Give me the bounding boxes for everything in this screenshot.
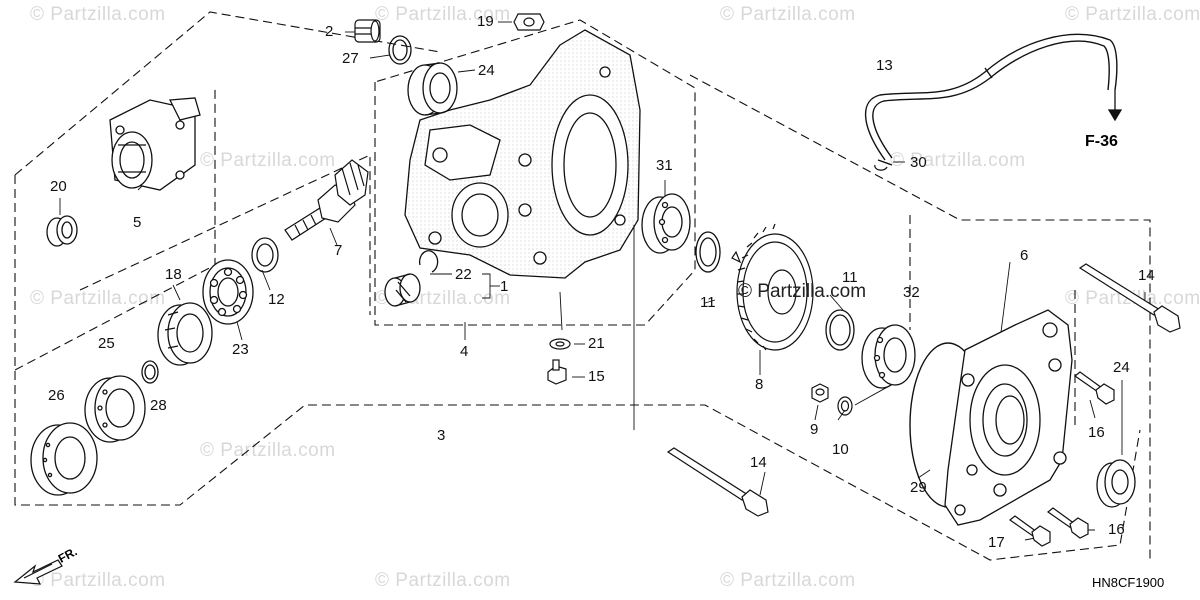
ring-gear-part-8 — [731, 223, 814, 351]
watermark: © Partzilla.com — [1065, 4, 1200, 25]
callout-14: 14 — [1138, 267, 1155, 284]
watermark: © Partzilla.com — [200, 440, 336, 461]
diagram-code: HN8CF1900 — [1092, 575, 1165, 590]
callout-5: 5 — [133, 214, 142, 231]
o-ring-part-27 — [388, 35, 412, 65]
bolt-part-14b — [666, 447, 769, 517]
callout-7: 7 — [334, 242, 343, 259]
callout-11: 11 — [700, 294, 716, 311]
callout-21: 21 — [588, 335, 605, 352]
seal-part-20 — [46, 215, 78, 247]
callout-30: 30 — [910, 154, 927, 171]
callout-16: 16 — [1108, 521, 1125, 538]
group-outline — [14, 175, 1141, 561]
callout-24: 24 — [1113, 359, 1130, 376]
callout-26: 26 — [48, 387, 65, 404]
callout-10: 10 — [832, 441, 849, 458]
center-watermark: © Partzilla.com — [738, 281, 867, 302]
callout-11: 11 — [842, 269, 858, 286]
dowel-sleeve-part-1 — [384, 273, 421, 307]
callout-25: 25 — [98, 335, 115, 352]
callout-1: 1 — [500, 278, 509, 295]
callout-28: 28 — [150, 397, 167, 414]
bearing-part-32 — [861, 324, 916, 389]
circlip-part-22 — [418, 250, 439, 273]
callout-12: 12 — [268, 291, 285, 308]
callout-6: 6 — [1020, 247, 1029, 264]
watermark: © Partzilla.com — [30, 4, 166, 25]
plug-part-2 — [354, 19, 381, 43]
group-outline — [374, 19, 696, 326]
joint-flange-part-5 — [109, 97, 201, 191]
washer-part-10 — [837, 396, 853, 416]
callout-8: 8 — [755, 376, 764, 393]
callout-4: 4 — [460, 343, 469, 360]
watermark: © Partzilla.com — [30, 288, 166, 309]
callout-16: 16 — [1088, 424, 1105, 441]
o-ring-part-28 — [141, 360, 159, 384]
callout-32: 32 — [903, 284, 920, 301]
group-outline — [689, 74, 1151, 560]
callout-23: 23 — [232, 341, 249, 358]
group-outline — [79, 154, 371, 315]
callout-9: 9 — [810, 421, 819, 438]
case-cover-part-6 — [944, 309, 1073, 526]
lock-ring-part-18 — [157, 302, 213, 366]
oil-seal-part-24b — [1096, 459, 1136, 508]
breather-tube-part-13 — [864, 33, 1118, 166]
callout-14: 14 — [750, 454, 767, 471]
washer-part-21 — [549, 338, 571, 350]
oil-seal-part-24 — [407, 62, 458, 116]
callout-31: 31 — [656, 157, 673, 174]
callout-24: 24 — [478, 62, 495, 79]
watermark: © Partzilla.com — [720, 4, 856, 25]
watermark: © Partzilla.com — [375, 4, 511, 25]
callout-20: 20 — [50, 178, 67, 195]
callout-27: 27 — [342, 50, 359, 67]
callout-17: 17 — [988, 534, 1005, 551]
callout-19: 19 — [477, 13, 494, 30]
front-arrow-icon — [13, 559, 63, 585]
pinion-gear-part-7 — [284, 159, 369, 241]
callout-13: 13 — [876, 57, 893, 74]
callout-22: 22 — [455, 266, 472, 283]
bearing-part-31 — [641, 193, 691, 254]
callout-15: 15 — [588, 368, 605, 385]
bolt-part-14a — [1078, 263, 1181, 333]
seal-part-26 — [30, 422, 98, 496]
f36-reference: F-36 — [1085, 133, 1118, 150]
callout-18: 18 — [165, 266, 182, 283]
f36-arrow — [1107, 90, 1123, 122]
watermark: © Partzilla.com — [30, 570, 166, 591]
callout-29: 29 — [910, 479, 927, 496]
bolt-part-15 — [547, 359, 567, 385]
watermark: © Partzilla.com — [200, 150, 336, 171]
watermark: © Partzilla.com — [375, 570, 511, 591]
ring-part-12 — [251, 237, 279, 273]
gear-case-part-4 — [404, 29, 641, 279]
callout-2: 2 — [325, 23, 334, 40]
watermark: © Partzilla.com — [890, 150, 1026, 171]
nut-part-19 — [513, 13, 545, 31]
shim-part-11 — [695, 231, 721, 273]
shim-part-11b — [825, 309, 855, 351]
callout-3: 3 — [437, 427, 446, 444]
bolt-part-17 — [1008, 515, 1051, 547]
bearing-holder-part-25 — [84, 375, 146, 443]
bolt-part-16a — [1073, 371, 1115, 405]
watermark: © Partzilla.com — [720, 570, 856, 591]
bolt-part-16b — [1046, 507, 1089, 539]
plug-part-9 — [811, 383, 829, 403]
bearing-part-23 — [202, 259, 254, 325]
clip-part-30 — [874, 164, 888, 171]
